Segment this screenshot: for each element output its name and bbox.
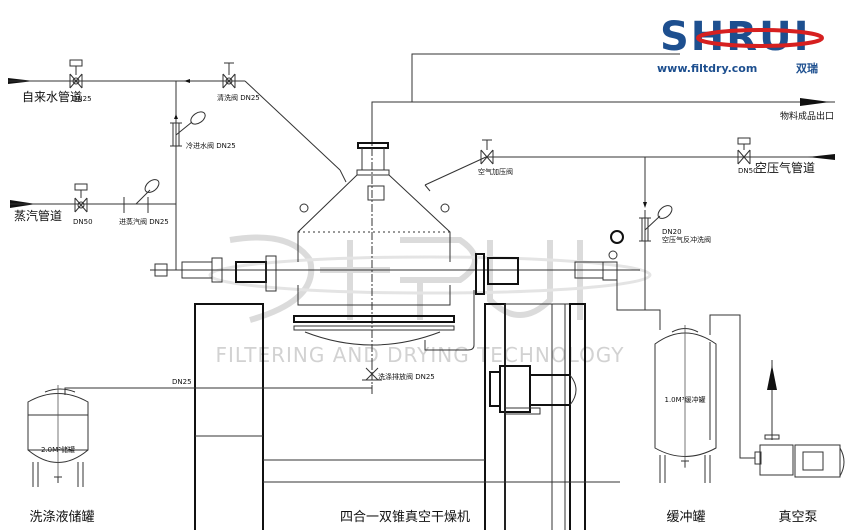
vacuum-pump: [754, 360, 845, 478]
compressed-air-label: 空压气管道: [755, 160, 815, 175]
actuator-icon: [737, 137, 751, 145]
flush-valve-label: 清洗阀 DN25: [217, 93, 260, 102]
logo-website: www.filtdry.com: [657, 62, 757, 75]
logo-swoosh-icon: [696, 28, 824, 48]
wash-line-label: DN25: [172, 378, 192, 386]
buffer-tank: [608, 230, 755, 483]
wash-line: [64, 385, 373, 395]
backflush-valve: [639, 205, 673, 242]
steam-line: [10, 179, 176, 213]
valve-handle-icon: [144, 179, 160, 193]
cooling-water-valve: [170, 111, 206, 147]
cooling-water-valve-label: 冷进水阀 DN25: [186, 141, 236, 150]
backflush-valve-label: 空压气反冲洗阀: [662, 235, 711, 244]
actuator-icon: [74, 183, 88, 191]
wash-tank: [27, 385, 89, 487]
vacuum-pump-label: 真空泵: [778, 510, 817, 525]
valve-handle-icon: [190, 111, 206, 125]
logo-brand: SHRUI: [660, 14, 810, 60]
steam-inlet-valve-label: 进蒸汽阀 DN25: [119, 217, 169, 226]
watermark-text: FILTERING AND DRYING TECHNOLOGY: [215, 343, 624, 367]
exhaust-arrow-icon: [767, 365, 777, 390]
valve-handle-icon: [657, 205, 673, 219]
valve-icon: [77, 201, 85, 209]
pressure-gauge-icon: [610, 230, 624, 244]
product-outlet-line: [371, 53, 835, 140]
steam-valve-label: DN50: [73, 218, 93, 226]
actuator-icon: [69, 59, 83, 67]
dryer-machine: [150, 120, 640, 530]
product-outlet-label: 物料成品出口: [780, 110, 834, 122]
valve-icon: [225, 77, 233, 85]
buffer-tank-label: 缓冲罐: [666, 510, 705, 525]
wash-tank-spec: 2.0M³储罐: [41, 445, 75, 454]
drain-valve-label: 洗涤排放阀 DN25: [378, 372, 435, 381]
valve-icon: [72, 77, 80, 85]
air-pressure-valve-label: 空气加压阀: [478, 167, 513, 176]
tap-water-valve-label: DN25: [72, 95, 92, 103]
tap-water-line: [8, 59, 341, 171]
logo-cn-name: 双瑞: [796, 61, 818, 75]
tap-water-label: 自来水管道: [22, 89, 82, 104]
wash-tank-label: 洗涤液储罐: [29, 510, 94, 525]
gear-motor: [489, 365, 577, 415]
air-valve-size-label: DN50: [738, 167, 758, 175]
inlet-arrow-icon: [808, 154, 835, 160]
buffer-tank-spec: 1.0M³缓冲罐: [665, 395, 706, 404]
outlet-arrow-icon: [800, 98, 830, 106]
dryer-label: 四合一双锥真空干燥机: [340, 510, 470, 525]
manhole-flange: [357, 142, 389, 149]
company-logo: SHRUI www.filtdry.com 双瑞: [657, 14, 824, 75]
compressed-air-line: [424, 137, 835, 310]
backflush-valve-size-label: DN20: [662, 228, 682, 236]
steam-label: 蒸汽管道: [14, 208, 62, 223]
